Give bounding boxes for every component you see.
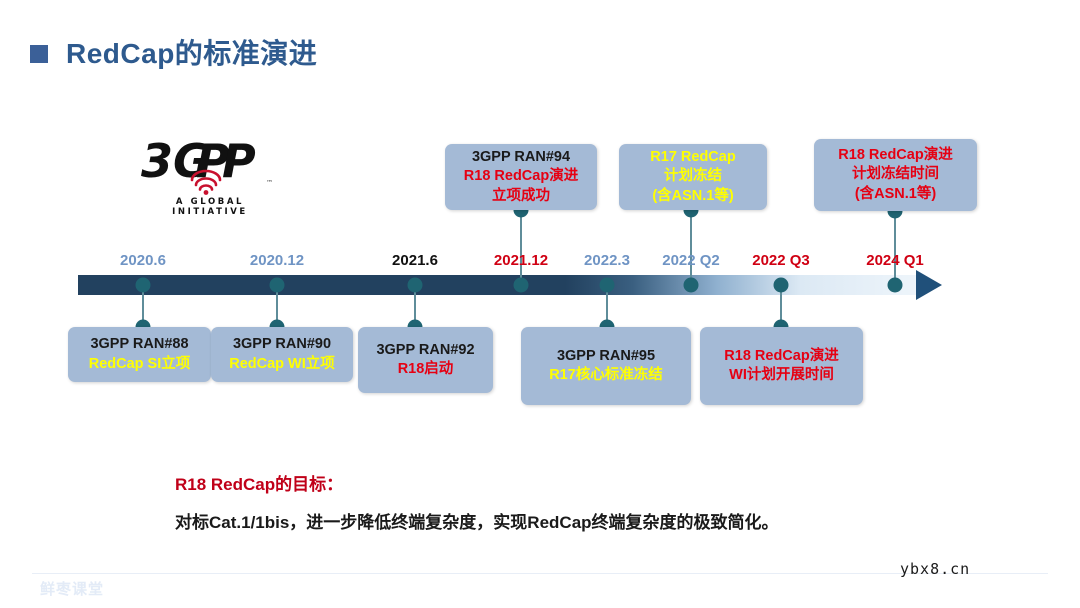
timeline-callout-line: R17 RedCap	[650, 149, 736, 166]
timeline-marker[interactable]	[683, 277, 699, 293]
timeline-callout-box[interactable]: R17 RedCap 计划冻结 (含ASN.1等)	[619, 144, 767, 210]
timeline-callout-line: 立项成功	[492, 187, 550, 204]
timeline-callout-line: (含ASN.1等)	[854, 185, 937, 202]
timeline-callout-line: 计划冻结	[664, 168, 722, 185]
timeline-callout-line: 计划冻结时间	[852, 166, 939, 183]
timeline-callout-line: R18 RedCap演进	[463, 168, 579, 185]
timeline-date-label: 2021.12	[493, 252, 549, 269]
timeline-date-label: 2020.6	[120, 252, 166, 269]
timeline-callout-line: WI计划开展时间	[729, 367, 834, 383]
timeline-date-label: 2020.12	[249, 252, 305, 269]
timeline-marker[interactable]	[773, 277, 789, 293]
timeline-marker[interactable]	[887, 277, 903, 293]
timeline-callout-line: 3GPP RAN#94	[471, 149, 571, 166]
timeline-callout-line: R18启动	[397, 361, 454, 377]
3gpp-logo-tagline: A GLOBAL INITIATIVE	[172, 197, 248, 217]
timeline-arrowhead-icon	[916, 270, 942, 300]
timeline-connector	[780, 285, 782, 327]
timeline-date-label: 2024 Q1	[866, 252, 924, 269]
timeline-callout-line: 3GPP RAN#90	[232, 336, 332, 353]
timeline-callout-line: R17核心标准冻结	[549, 367, 663, 383]
timeline-callout-line: 3GPP RAN#95	[556, 347, 656, 364]
timeline-connector	[414, 285, 416, 327]
timeline-callout-line: 3GPP RAN#88	[90, 336, 189, 353]
footer-watermark-right: ybx8.cn	[900, 560, 971, 578]
footer-watermark-left: 鲜枣课堂	[40, 581, 105, 598]
title-bullet-icon	[30, 45, 48, 63]
footer-divider	[32, 573, 1048, 574]
timeline-callout-line: (含ASN.1等)	[652, 187, 734, 204]
timeline-connector	[276, 285, 278, 327]
timeline-marker[interactable]	[407, 277, 423, 293]
timeline-marker[interactable]	[599, 277, 615, 293]
3gpp-wordmark-icon: 3G P P ™	[140, 133, 280, 195]
timeline-connector	[520, 210, 522, 285]
timeline-callout-box[interactable]: R18 RedCap演进计划冻结时间 (含ASN.1等)	[814, 139, 977, 211]
timeline-marker[interactable]	[269, 277, 285, 293]
summary-heading: R18 RedCap的目标：	[175, 475, 344, 494]
timeline-connector	[894, 211, 896, 285]
timeline-connector	[606, 285, 608, 327]
timeline-connector	[142, 285, 144, 327]
timeline-date-label: 2022.3	[584, 252, 630, 269]
page-title-text: RedCap的标准演进	[66, 38, 318, 69]
timeline-date-label: 2022 Q3	[752, 252, 810, 269]
timeline-callout-line: RedCap WI立项	[229, 355, 335, 372]
summary-block: R18 RedCap的目标： 对标Cat.1/1bis，进一步降低终端复杂度，实…	[175, 470, 975, 535]
timeline-marker[interactable]	[135, 277, 151, 293]
timeline-bar-body	[78, 275, 918, 295]
timeline-callout-line: R18 RedCap演进	[838, 147, 953, 164]
timeline-connector	[690, 210, 692, 285]
svg-text:P: P	[222, 134, 256, 188]
summary-body: 对标Cat.1/1bis，进一步降低终端复杂度，实现RedCap终端复杂度的极致…	[175, 513, 779, 532]
timeline-callout-box[interactable]: R18 RedCap演进 WI计划开展时间	[700, 327, 863, 405]
3gpp-logo: 3G P P ™ A GLOBAL INITIATIVE	[140, 133, 280, 223]
page-title: RedCap的标准演进	[30, 32, 317, 72]
timeline-callout-line: RedCap SI立项	[88, 355, 191, 372]
timeline-date-label: 2022 Q2	[662, 252, 720, 269]
timeline-bar	[78, 270, 942, 300]
timeline-marker[interactable]	[513, 277, 529, 293]
timeline-callout-line: R18 RedCap演进	[724, 347, 839, 364]
timeline-callout-line: 3GPP RAN#92	[376, 341, 475, 358]
svg-text:™: ™	[266, 179, 273, 187]
timeline-date-label: 2021.6	[392, 252, 438, 269]
